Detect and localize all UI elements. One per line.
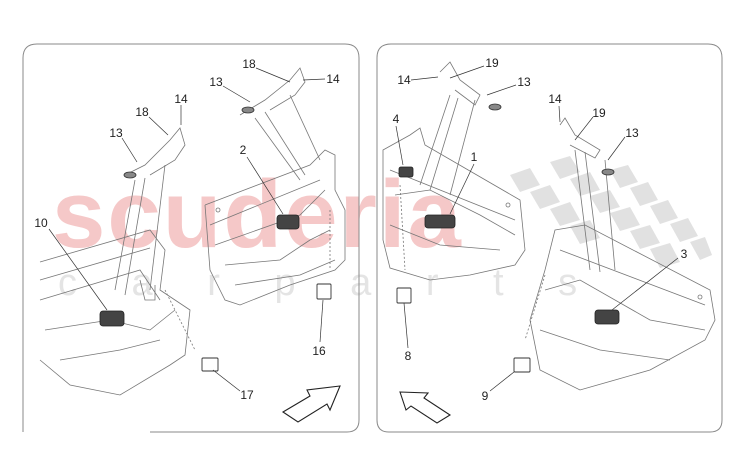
module-9 — [513, 357, 531, 373]
callout-13[interactable]: 13 — [517, 75, 531, 89]
rear-left-switch — [99, 310, 125, 327]
front-right-switch — [424, 214, 456, 229]
module-8 — [396, 287, 412, 304]
callout-13[interactable]: 13 — [109, 126, 123, 140]
callout-14[interactable]: 14 — [397, 73, 411, 87]
callout-13[interactable]: 13 — [209, 75, 223, 89]
callout-19[interactable]: 19 — [485, 56, 499, 70]
callout-9[interactable]: 9 — [481, 389, 489, 403]
left-panel-border — [22, 43, 360, 433]
callout-2[interactable]: 2 — [239, 143, 247, 157]
callout-14[interactable]: 14 — [326, 72, 340, 86]
module-17 — [201, 357, 219, 372]
callout-18[interactable]: 18 — [135, 105, 149, 119]
direction-arrow-left-panel — [281, 385, 341, 423]
callout-4[interactable]: 4 — [392, 112, 400, 126]
callout-14[interactable]: 14 — [548, 92, 562, 106]
callout-13[interactable]: 13 — [625, 126, 639, 140]
callout-1[interactable]: 1 — [470, 150, 478, 164]
callout-19[interactable]: 19 — [592, 106, 606, 120]
front-left-switch — [276, 214, 300, 230]
callout-10[interactable]: 10 — [34, 216, 48, 230]
callout-17[interactable]: 17 — [240, 388, 254, 402]
direction-arrow-right-panel — [399, 391, 452, 424]
callout-14[interactable]: 14 — [174, 92, 188, 106]
callout-18[interactable]: 18 — [242, 57, 256, 71]
checkered-flag-icon — [510, 156, 712, 268]
callout-8[interactable]: 8 — [404, 349, 412, 363]
callout-3[interactable]: 3 — [680, 247, 688, 261]
mirror-switch — [398, 166, 414, 178]
rear-right-switch — [594, 309, 620, 325]
module-16 — [316, 283, 332, 300]
right-panel-border — [376, 43, 723, 433]
callout-16[interactable]: 16 — [312, 344, 326, 358]
